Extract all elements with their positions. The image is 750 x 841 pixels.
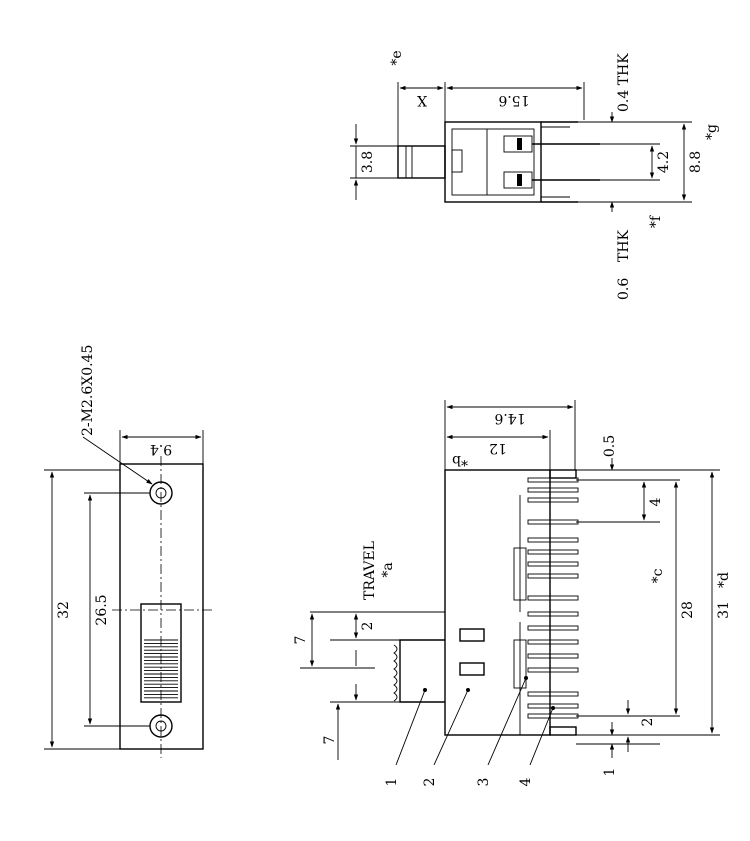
thk-top-label: 0.4 THK — [616, 53, 632, 112]
dim-width-9-4: 9.4 — [150, 441, 172, 457]
hole-callout-label: 2-M2.6X0.45 — [80, 345, 96, 436]
dim-x: X — [417, 92, 427, 108]
side-view-slot-upper — [459, 628, 485, 642]
mounting-hole-top-inner — [155, 487, 167, 499]
dim-depth-14-6: 14.6 — [494, 410, 525, 426]
terminal-pin — [527, 549, 579, 555]
side-view-slot-lower — [459, 662, 485, 676]
terminal-pin — [527, 487, 579, 493]
terminal-pin — [527, 639, 579, 645]
thk-bottom-unit: THK — [616, 229, 632, 262]
terminal-pin — [527, 497, 579, 503]
dim-span-c-ref: *c — [650, 568, 666, 583]
terminal-pin — [527, 573, 579, 579]
hole-callout-leader — [82, 436, 153, 485]
terminal-pin — [527, 691, 579, 697]
side-view: 14.6 12 *b TRAVEL *a 7 2 7 0.5 4 2 — [293, 400, 732, 786]
dim-plunger-height-3-8: 3.8 — [360, 151, 376, 173]
callout-4: 4 — [518, 777, 534, 786]
terminal-pin — [527, 625, 579, 631]
dim-g-ref: *g — [704, 124, 720, 140]
dim-height-32: 32 — [56, 601, 72, 619]
top-view-plunger — [397, 145, 446, 179]
top-view: 15.6 X *e 3.8 0.4 THK THK 0.6 4.2 8.8 *g… — [350, 50, 720, 300]
dim-pitch-4-2: 4.2 — [656, 151, 672, 173]
side-view-actuator — [399, 639, 445, 703]
dim-travel-2: 2 — [360, 622, 376, 631]
slider-window — [140, 603, 182, 703]
terminal-pin — [527, 595, 579, 601]
slider-ribs — [144, 639, 178, 699]
terminal-pin — [527, 561, 579, 567]
terminal-pins — [527, 477, 579, 719]
dim-length-15-6: 15.6 — [498, 92, 529, 108]
dim-pitch-2: 2 — [640, 718, 656, 727]
dim-pitch-4: 4 — [648, 497, 664, 506]
mounting-hole-bottom-inner — [155, 720, 167, 732]
terminal-pin — [527, 713, 579, 719]
dim-depth-12: 12 — [489, 440, 507, 456]
front-view-outline — [119, 463, 204, 750]
terminal-pin — [527, 667, 579, 673]
dim-hole-pitch-26-5: 26.5 — [94, 594, 110, 625]
dim-f-ref: *f — [648, 214, 664, 228]
dim-travel-7-upper: 7 — [293, 636, 309, 645]
side-view-housing — [444, 469, 551, 736]
dim-travel-7-lower: 7 — [322, 736, 338, 745]
callout-1: 1 — [384, 778, 400, 787]
callout-3: 3 — [476, 778, 492, 787]
dim-span-d-value: 31 — [716, 601, 732, 619]
thk-bottom-value: 0.6 — [616, 278, 632, 300]
dim-offset-bottom-1: 1 — [602, 768, 618, 777]
terminal-pin — [527, 537, 579, 543]
travel-label: TRAVEL — [362, 541, 378, 600]
terminal-pin — [527, 653, 579, 659]
terminal-pin — [527, 611, 579, 617]
dim-e-ref: *e — [389, 50, 405, 65]
dim-span-8-8: 8.8 — [688, 151, 704, 173]
dim-span-c-value: 28 — [680, 601, 696, 619]
terminal-pin — [527, 519, 579, 525]
travel-ref: *a — [380, 562, 396, 577]
front-view: 32 26.5 9.4 2-M2.6X0.45 — [44, 345, 212, 758]
callout-2: 2 — [422, 778, 438, 787]
dim-b-ref: *b — [452, 452, 468, 468]
top-view-body — [444, 121, 542, 203]
dim-offset-top-0-5: 0.5 — [602, 435, 618, 457]
dim-span-d-ref: *d — [716, 572, 732, 588]
